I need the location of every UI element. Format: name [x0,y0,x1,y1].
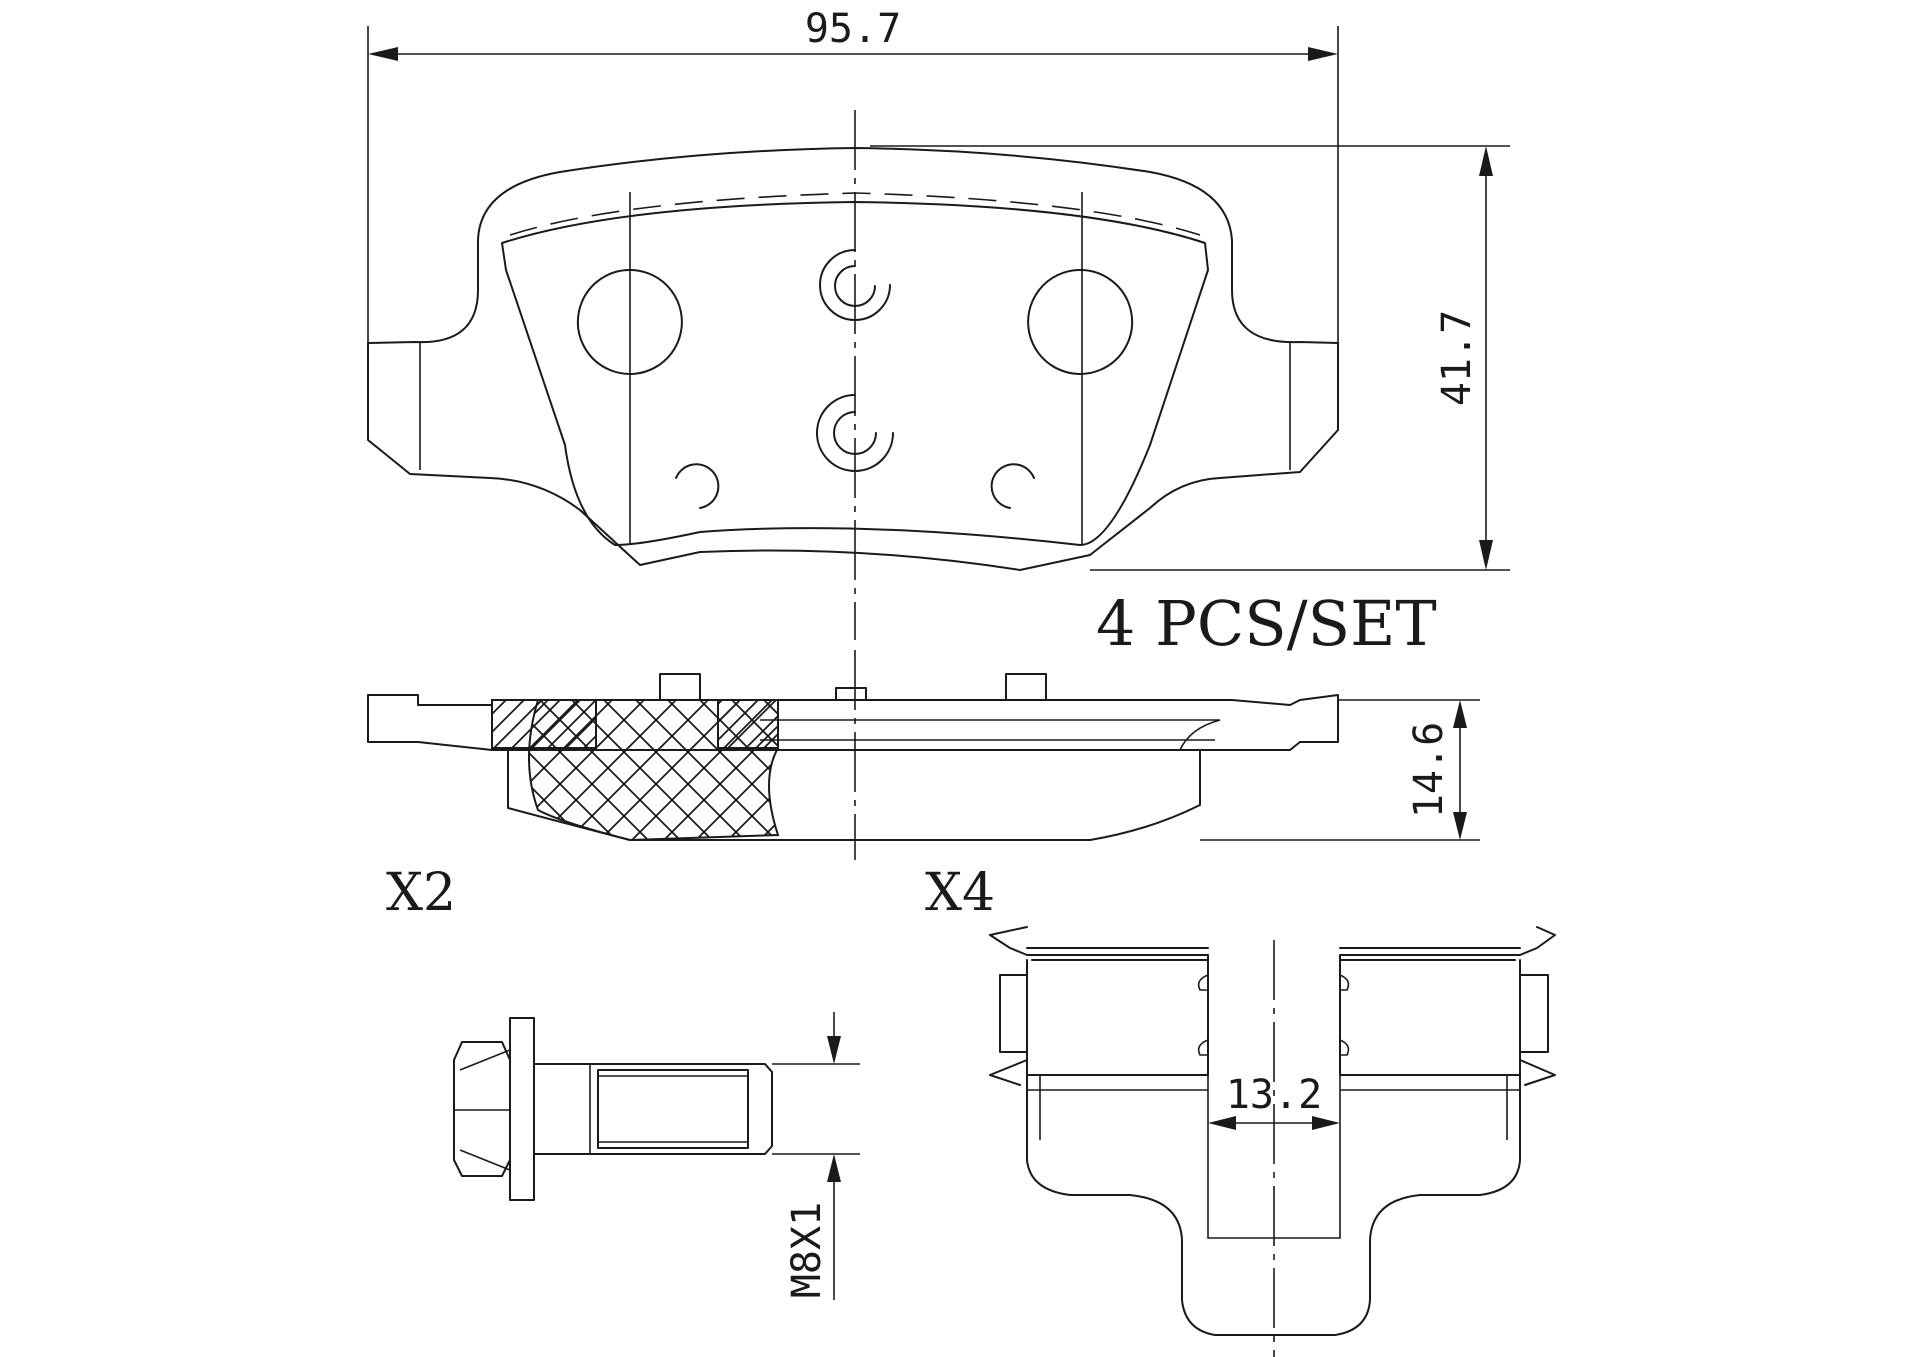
backing-plate-outline [367,147,1339,571]
clip-drawing [989,926,1556,1357]
side-friction-material [507,749,1201,841]
hatch-block-left [491,699,597,749]
clip-gap-value: 13.2 [1226,1072,1322,1118]
small-hole-right [990,463,1035,509]
clip-quantity-label: X4 [925,863,995,923]
clip-body-right [1339,959,1549,1076]
bolt-shank [533,1063,773,1155]
hatch-block-right [717,699,779,749]
spiral-mark-top [819,249,891,321]
thread-dimension: M8X1 [772,1012,860,1300]
side-tab-center [835,687,867,701]
bolt-quantity-label: X2 [386,863,456,923]
clip-body-left [999,959,1209,1076]
height-value: 41.7 [1434,310,1480,406]
clip-spring-right [1339,926,1556,981]
large-hole-left [576,268,683,375]
small-hole-left [675,463,720,509]
spiral-mark-middle [816,394,894,472]
large-hole-right [1027,268,1134,375]
clip-lower-shape [1026,1074,1521,1336]
width-dimension: 95.7 [367,6,1339,343]
bolt-hex-head [453,1041,511,1177]
clip-spring-left [989,926,1209,981]
thread-value: M8X1 [784,1202,830,1298]
clip-gap-dimension: 13.2 [1208,1072,1340,1130]
bolt-drawing [453,1017,773,1201]
bolt-thread [597,1069,749,1149]
side-backing-plate [367,694,1339,751]
thickness-value: 14.6 [1406,722,1452,818]
height-dimension: 41.7 [870,145,1510,571]
width-value: 95.7 [805,6,901,52]
friction-material-outline [501,201,1209,546]
set-quantity-label: 4 PCS/SET [1096,587,1437,660]
thickness-dimension: 14.6 [1200,699,1480,841]
pad-front-view [367,110,1339,640]
pad-side-view [367,650,1339,860]
bolt-flange [509,1017,535,1201]
side-tab-left [659,673,701,701]
side-tab-right [1005,673,1047,701]
